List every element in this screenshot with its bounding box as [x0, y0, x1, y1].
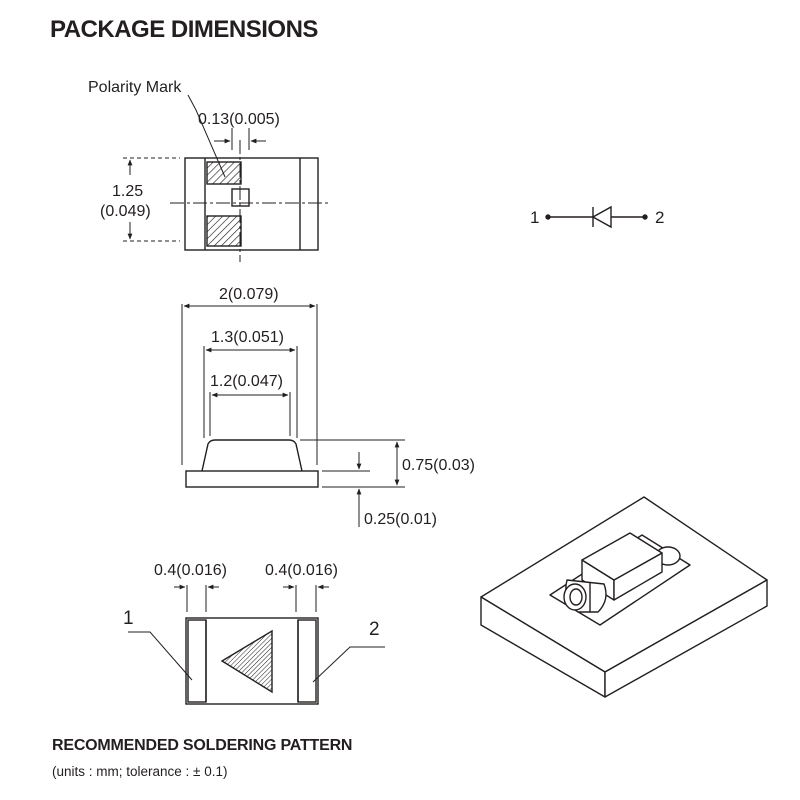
pin1-leader-line	[128, 631, 193, 681]
mark-width-label: 0.13(0.005)	[198, 111, 280, 128]
overall-width-label: 2(0.079)	[219, 286, 279, 303]
base-height-label: 0.25(0.01)	[364, 511, 437, 528]
top-view	[123, 94, 330, 262]
side-view-lens	[201, 439, 303, 472]
polarity-mark-label: Polarity Mark	[88, 79, 182, 96]
pad-left-width-label: 0.4(0.016)	[154, 562, 227, 579]
polarity-mark-hatch-top	[206, 161, 242, 185]
lead-left-end-inner	[569, 588, 583, 606]
isometric-view	[480, 496, 768, 698]
pad-left	[187, 619, 207, 703]
component-body-top	[581, 532, 663, 581]
total-height-label: 0.75(0.03)	[402, 457, 475, 474]
polarity-triangle	[220, 629, 273, 694]
bottom-pin1-label: 1	[123, 608, 134, 629]
pad-right-width-label: 0.4(0.016)	[265, 562, 338, 579]
schematic-pin1-label: 1	[530, 208, 539, 227]
bottom-view-body	[185, 617, 319, 705]
polarity-mark-hatch-bottom	[206, 215, 242, 247]
side-view	[181, 303, 405, 527]
side-view-base	[185, 470, 319, 488]
units-note: (units : mm; tolerance : ± 0.1)	[52, 764, 228, 779]
board-front-right-face	[604, 579, 768, 698]
bottom-view	[128, 584, 385, 705]
lens-top-width-label: 1.2(0.047)	[210, 373, 283, 390]
pin2-leader-line	[312, 646, 385, 683]
width-in-label: (0.049)	[100, 203, 151, 220]
diode-symbol	[545, 205, 648, 229]
top-view-body	[184, 157, 319, 251]
polarity-leader-line	[187, 94, 226, 178]
bottom-pin2-label: 2	[369, 619, 380, 640]
width-mm-label: 1.25	[112, 183, 143, 200]
page-title: PACKAGE DIMENSIONS	[50, 16, 318, 43]
anode-triangle	[591, 205, 612, 229]
pin2-dot	[642, 214, 648, 220]
soldering-pattern-title: RECOMMENDED SOLDERING PATTERN	[52, 737, 353, 754]
pad-right	[297, 619, 317, 703]
lens-base-width-label: 1.3(0.051)	[211, 329, 284, 346]
schematic-pin2-label: 2	[655, 208, 664, 227]
